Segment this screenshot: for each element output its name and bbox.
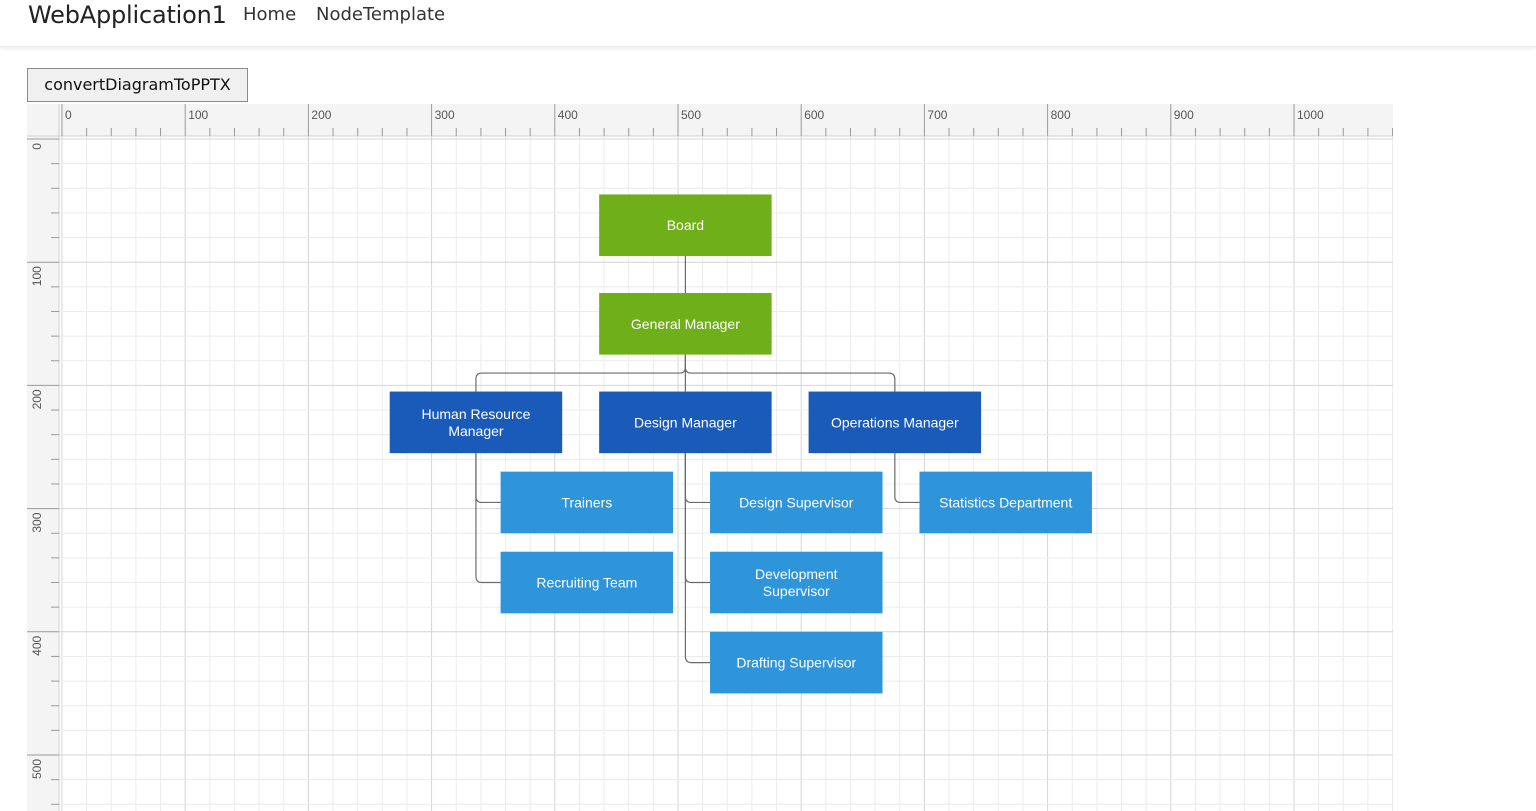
node-label: Development <box>755 566 838 582</box>
ruler-label-h: 900 <box>1174 108 1194 122</box>
node-shape[interactable] <box>500 471 674 534</box>
node-label: Drafting Supervisor <box>736 655 856 671</box>
node-label: Board <box>667 217 704 233</box>
node-shape[interactable] <box>599 293 772 355</box>
node-om[interactable]: Operations Manager <box>808 391 982 454</box>
ruler-label-v: 100 <box>30 266 44 286</box>
rulers: 0 100 200 300 400 500 600 700 800 900 1000 0 100 200 3… <box>27 104 1393 811</box>
node-draft[interactable]: Drafting Supervisor <box>710 631 883 694</box>
ruler-label-v: 500 <box>30 759 44 779</box>
horizontal-ruler <box>27 104 1393 136</box>
ruler-label-h: 700 <box>927 108 947 122</box>
node-label: Design Manager <box>634 414 737 430</box>
node-label: Trainers <box>561 494 612 510</box>
node-dsup[interactable]: Design Supervisor <box>710 471 883 534</box>
connector-hr-recruit[interactable] <box>475 453 501 584</box>
node-shape[interactable] <box>808 391 982 454</box>
node-board[interactable]: Board <box>599 194 772 257</box>
ruler-label-v: 200 <box>30 389 44 409</box>
node-shape[interactable] <box>500 551 674 614</box>
ruler-label-h: 200 <box>311 108 331 122</box>
node-shape[interactable] <box>710 471 883 534</box>
node-label: Statistics Department <box>939 494 1072 510</box>
node-label: Recruiting Team <box>536 575 637 591</box>
ruler-label-h: 0 <box>65 108 72 122</box>
top-navbar: WebApplication1 Home NodeTemplate <box>0 0 1536 47</box>
diagram-svg[interactable]: 0 100 200 300 400 500 600 700 800 900 1000 0 100 200 3… <box>27 104 1393 811</box>
ruler-label-h: 1000 <box>1297 108 1324 122</box>
node-stats[interactable]: Statistics Department <box>919 471 1092 534</box>
ruler-label-h: 600 <box>804 108 824 122</box>
connectors <box>475 256 920 664</box>
connector-om-stats[interactable] <box>894 453 920 504</box>
ruler-label-v: 0 <box>30 143 44 150</box>
node-recruit[interactable]: Recruiting Team <box>500 551 674 614</box>
convert-to-pptx-button[interactable]: convertDiagramToPPTX <box>27 68 248 102</box>
node-label: General Manager <box>631 316 740 332</box>
ruler-label-h: 300 <box>435 108 455 122</box>
node-shape[interactable] <box>599 194 772 257</box>
node-dm[interactable]: Design Manager <box>599 391 772 454</box>
ruler-label-h: 100 <box>188 108 208 122</box>
ruler-label-h: 400 <box>558 108 578 122</box>
node-label: Operations Manager <box>831 414 959 430</box>
node-shape[interactable] <box>710 631 883 694</box>
node-label: Design Supervisor <box>739 494 854 510</box>
ruler-label-v: 300 <box>30 512 44 532</box>
node-label: Human Resource <box>421 406 530 422</box>
node-shape[interactable] <box>389 391 563 454</box>
node-label: Manager <box>448 423 504 439</box>
ruler-label-v: 400 <box>30 635 44 655</box>
ruler-label-h: 800 <box>1051 108 1071 122</box>
connector-gm-om[interactable] <box>684 354 896 392</box>
node-shape[interactable] <box>919 471 1092 534</box>
node-gm[interactable]: General Manager <box>599 293 772 355</box>
node-trainers[interactable]: Trainers <box>500 471 674 534</box>
diagram-canvas[interactable]: 0 100 200 300 400 500 600 700 800 900 1000 0 100 200 3… <box>27 104 1393 811</box>
vertical-ruler <box>27 104 59 811</box>
nav-nodetemplate-link[interactable]: NodeTemplate <box>316 4 446 25</box>
node-shape[interactable] <box>710 551 883 614</box>
nav-home-link[interactable]: Home <box>243 4 297 25</box>
app-brand[interactable]: WebApplication1 <box>28 1 227 29</box>
ruler-label-h: 500 <box>681 108 701 122</box>
node-label: Supervisor <box>763 583 830 599</box>
connector-dm-draft[interactable] <box>684 453 711 664</box>
node-shape[interactable] <box>599 391 772 454</box>
